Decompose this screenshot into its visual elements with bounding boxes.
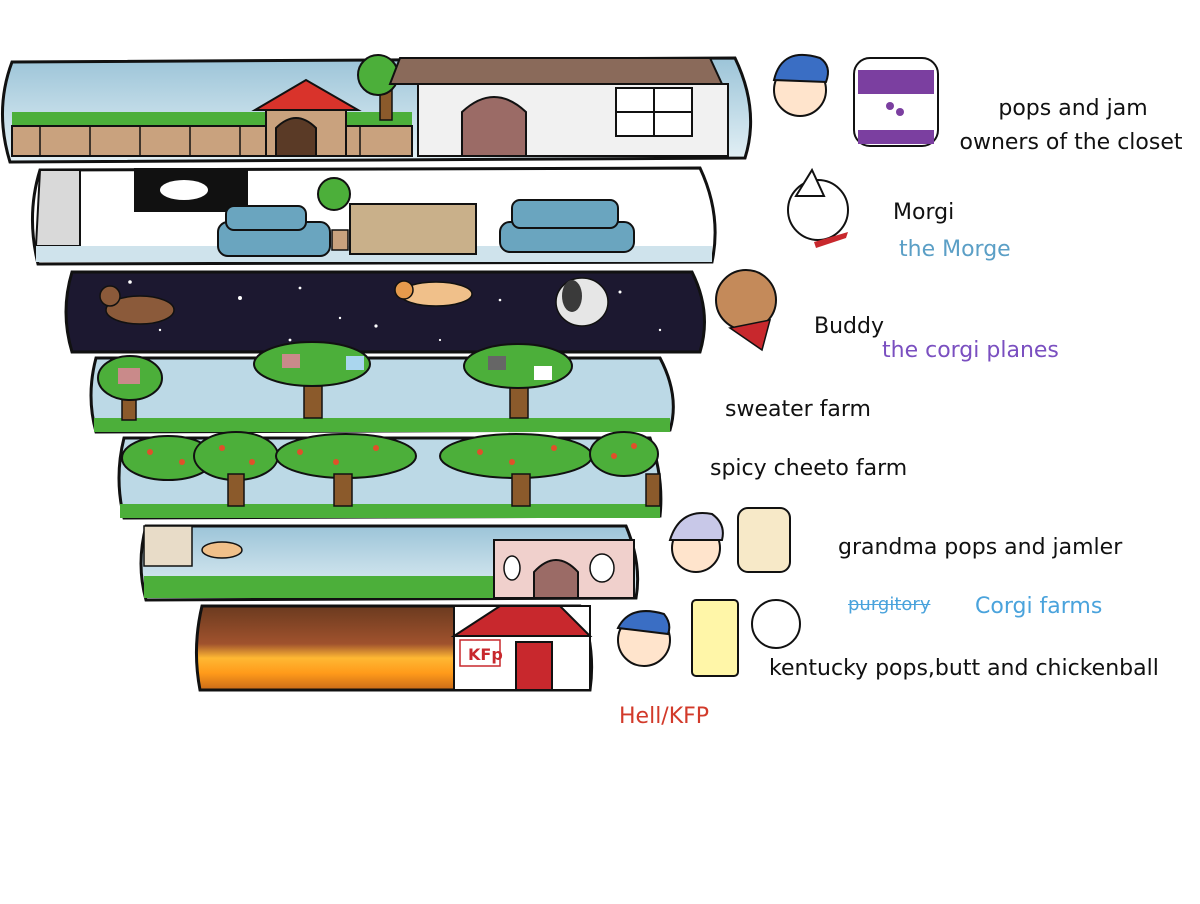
wooden-fence <box>11 125 413 157</box>
butter-icon <box>691 599 739 677</box>
closet-subtitle: owners of the closet <box>959 130 1183 155</box>
buddy-avatar <box>715 269 777 352</box>
kfp-door <box>515 641 553 691</box>
morgi-avatar <box>787 167 849 248</box>
devil-pops-avatar <box>616 610 671 667</box>
wall-panel <box>34 169 81 247</box>
sweater-tree <box>253 341 371 419</box>
sweater-farm-title: sweater farm <box>725 397 871 422</box>
gray-dog-icon <box>555 277 609 327</box>
corgi-farms-subtitle: Corgi farms <box>975 594 1103 619</box>
sweater-tree <box>97 355 163 421</box>
closet-title: pops and jam <box>998 96 1148 121</box>
dog-house <box>251 78 362 157</box>
morge-subtitle: the Morge <box>899 237 1011 262</box>
plant-icon <box>317 177 351 251</box>
barn <box>143 525 193 567</box>
cabinet <box>349 203 477 255</box>
couch-icon <box>499 199 635 253</box>
corgi-planes-title: Buddy <box>814 314 884 339</box>
kfp-sign: KFp <box>468 645 503 664</box>
house <box>388 57 729 157</box>
sweater-icon <box>118 368 140 384</box>
grandma-avatar <box>668 512 724 573</box>
house-door <box>461 96 527 157</box>
chickenball-avatar <box>751 599 801 649</box>
layer-morge <box>31 166 717 266</box>
sleeping-corgi-icon <box>201 541 243 559</box>
couch-icon <box>217 205 331 257</box>
sweater-icon <box>534 366 552 380</box>
hell-title: kentucky pops,butt and chickenball <box>769 656 1159 681</box>
corgi-farms-struck: purgitory <box>848 594 931 615</box>
corgi-planes-subtitle: the corgi planes <box>882 338 1059 363</box>
corgi-farms-title: grandma pops and jamler <box>838 535 1123 560</box>
jar-icon <box>737 507 791 573</box>
sweater-icon <box>282 354 300 368</box>
layer-closet <box>0 54 753 164</box>
sweater-icon <box>346 356 364 370</box>
brown-corgi-icon <box>99 285 175 325</box>
jam-jar-icon <box>853 57 939 147</box>
layer-sweater-farm <box>89 341 675 434</box>
hell-subtitle: Hell/KFP <box>619 704 710 729</box>
tree-trunks <box>227 473 661 507</box>
pops-avatar <box>772 53 829 117</box>
layer-hell: KFp <box>194 604 594 692</box>
morge-title: Morgi <box>893 200 955 225</box>
white-dog-icon <box>160 180 208 200</box>
layer-corgi-farms <box>139 524 640 602</box>
orange-corgi-icon <box>394 280 473 307</box>
cheeto-icons <box>147 443 637 465</box>
layer-cheeto-farm <box>117 431 663 520</box>
sweater-icon <box>488 356 506 370</box>
sweater-tree <box>463 343 573 419</box>
cheeto-farm-title: spicy cheeto farm <box>710 456 908 481</box>
layer-corgi-planes <box>64 270 706 354</box>
